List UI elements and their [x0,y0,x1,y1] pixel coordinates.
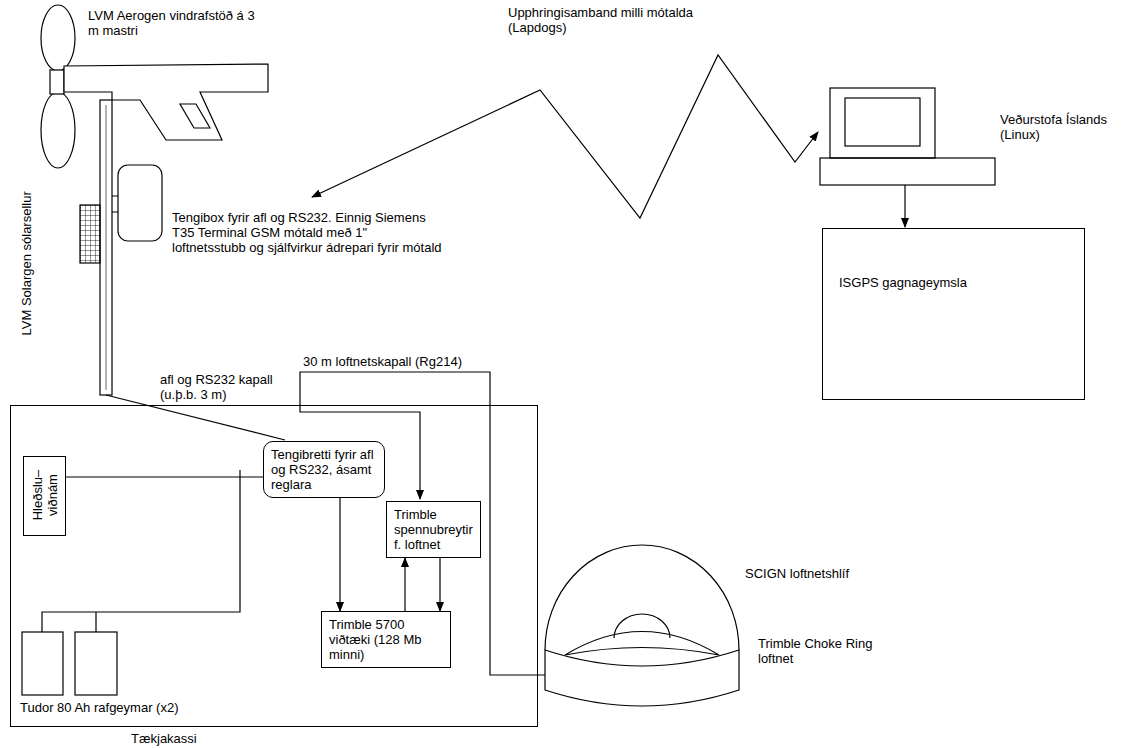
gps-receiver: Trimble 5700 viðtæki (128 Mb minni) [321,611,451,668]
turbine-blade [41,92,75,168]
mast [100,100,112,395]
solar-panel [80,205,100,263]
choke-ring [545,650,739,706]
link-label: Upphringisamband milli mótalda (Lapdogs) [508,5,713,35]
solar-label: LVM Solargen sólarsellur [19,195,34,335]
turbine-label: LVM Aerogen vindrafstöð á 3 m mastri [88,8,263,38]
node-text: Tengibretti fyrir afl og RS232, ásamt re… [271,447,377,492]
battery [22,632,63,695]
node-text: Hleðslu– viðnám [30,458,60,532]
equipment-box: TækjakassiHleðslu– viðnámTengibretti fyr… [10,405,538,727]
junction-box [118,165,162,241]
connector [439,558,440,611]
turbine-nacelle [64,64,268,140]
power-converter: Trimble spennubreytir f. loftnet [386,501,481,558]
antenna-label: Trimble Choke Ring loftnet [758,636,878,666]
node-text: Tækjakassi [131,731,197,746]
turbine-hub [50,70,64,94]
computer-monitor [830,88,935,158]
battery-label: Tudor 80 Ah rafgeymar (x2) [20,700,220,715]
radome-label: SCIGN loftnetshlíf [745,566,875,581]
battery-wire [42,470,240,632]
connector [404,558,405,611]
cable-label: afl og RS232 kapall (u.þ.b. 3 m) [160,372,290,402]
node-text: Trimble spennubreytir f. loftnet [394,507,473,552]
data-arrow [904,185,905,227]
resistor-box: Hleðslu– viðnám [23,456,66,536]
antenna-cable-label: 30 m loftnetskapall (Rg214) [303,354,488,369]
node-text: ISGPS gagnageymsla [839,275,1068,290]
junction-box-label: Tengibox fyrir afl og RS232. Einnig Siem… [172,210,442,255]
modem-link [312,55,818,218]
computer-base [820,158,995,185]
data-storage-box: ISGPS gagnageymsla [822,228,1085,400]
office-label: Veðurstofa Íslands (Linux) [1000,112,1125,142]
turbine-slot [180,104,210,128]
node-text: Trimble 5700 viðtæki (128 Mb minni) [329,617,443,662]
connector [339,498,340,611]
antenna-radome [545,545,739,650]
antenna-cable [300,372,545,675]
turbine-blade [41,5,75,71]
connector [66,476,263,477]
battery [75,632,117,695]
terminal-board: Tengibretti fyrir afl og RS232, ásamt re… [263,441,385,498]
